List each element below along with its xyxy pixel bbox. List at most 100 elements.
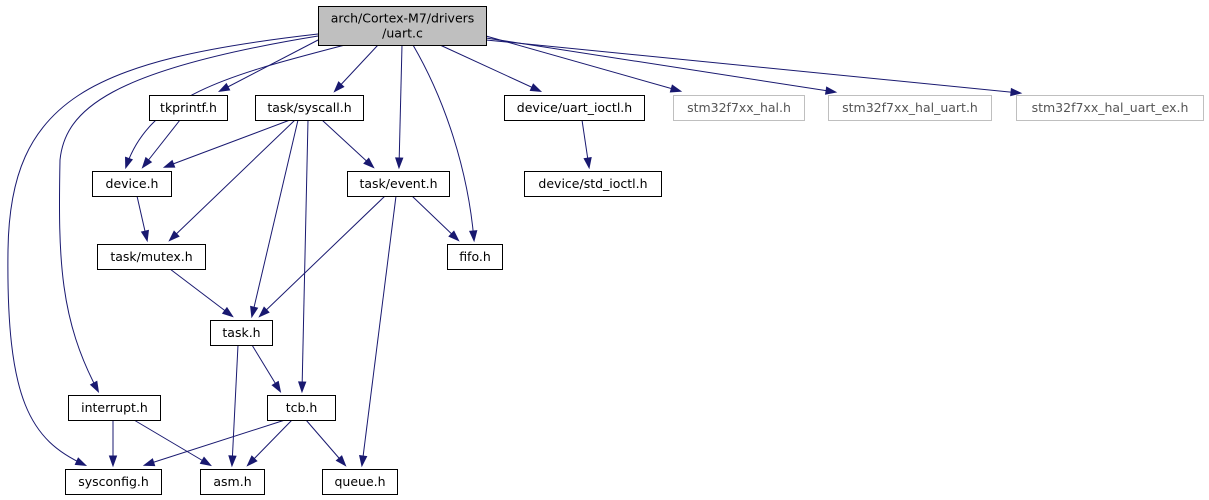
edge-tcb-asm	[246, 419, 293, 467]
arrowhead	[89, 380, 100, 394]
edge-root-syscall	[333, 44, 379, 93]
edge-root-uart_ioctl	[439, 44, 543, 92]
arrowhead	[140, 229, 149, 243]
edge-interrupt-sysconfig	[108, 420, 118, 468]
edge-syscall-task	[250, 119, 299, 319]
node-box	[97, 244, 206, 270]
node-box	[322, 469, 398, 495]
node-label: stm32f7xx_hal_uart.h	[842, 100, 978, 115]
node-label: task/event.h	[359, 176, 437, 191]
node-box	[447, 244, 503, 270]
node-box	[828, 95, 992, 121]
node-label: stm32f7xx_hal.h	[687, 100, 791, 115]
edge-event-task	[258, 195, 386, 318]
node-queue[interactable]: queue.h	[322, 469, 398, 495]
node-mutex[interactable]: task/mutex.h	[97, 244, 206, 270]
arrowhead	[228, 455, 237, 468]
arrowhead	[335, 455, 347, 467]
arrowhead	[333, 81, 345, 93]
nodes-layer: arch/Cortex-M7/drivers/uart.c tkprintf.h t…	[65, 6, 1204, 495]
arrowhead	[583, 156, 592, 170]
node-hal[interactable]: stm32f7xx_hal.h	[673, 95, 805, 121]
arrowhead	[669, 84, 683, 93]
edge-tcb-sysconfig	[142, 419, 286, 467]
arrowhead	[468, 230, 478, 243]
arrowhead	[1010, 87, 1023, 97]
arrowhead	[529, 83, 543, 92]
node-label: task/mutex.h	[110, 249, 192, 264]
node-box	[210, 320, 273, 346]
arrowhead	[395, 157, 404, 170]
node-hal-uart-ex[interactable]: stm32f7xx_hal_uart_ex.h	[1016, 95, 1204, 121]
arrowhead	[125, 156, 133, 170]
edge-event-fifo	[411, 195, 460, 242]
node-hal-uart[interactable]: stm32f7xx_hal_uart.h	[828, 95, 992, 121]
edge-root-fifo	[412, 44, 478, 243]
arrowhead	[74, 457, 88, 466]
arrowhead	[199, 456, 212, 467]
arrowhead	[142, 458, 156, 467]
node-label: /uart.c	[382, 26, 423, 41]
node-tkprintf[interactable]: tkprintf.h	[149, 95, 228, 121]
node-label: asm.h	[213, 474, 251, 489]
edge-interrupt-asm	[133, 419, 212, 467]
node-box	[504, 95, 645, 121]
node-box	[267, 395, 336, 421]
node-asm[interactable]: asm.h	[200, 469, 265, 495]
edge-root-event	[395, 44, 404, 170]
node-box	[524, 171, 662, 197]
node-syscall[interactable]: task/syscall.h	[255, 95, 364, 121]
node-label: device/std_ioctl.h	[538, 176, 647, 191]
node-box	[200, 469, 265, 495]
node-label: sysconfig.h	[78, 474, 149, 489]
arrowhead	[221, 306, 234, 318]
edge-syscall-event	[321, 119, 375, 169]
edge-device-mutex	[136, 195, 149, 243]
node-box	[1016, 95, 1204, 121]
node-label: task/syscall.h	[267, 100, 351, 115]
node-label: arch/Cortex-M7/drivers	[331, 11, 475, 26]
node-tcb[interactable]: tcb.h	[267, 395, 336, 421]
node-label: interrupt.h	[81, 400, 148, 415]
arrowhead	[271, 380, 282, 393]
node-box	[149, 95, 228, 121]
node-root[interactable]: arch/Cortex-M7/drivers/uart.c	[318, 6, 487, 46]
arrowhead	[298, 381, 307, 394]
node-fifo[interactable]: fifo.h	[447, 244, 503, 270]
node-std-ioctl[interactable]: device/std_ioctl.h	[524, 171, 662, 197]
arrowhead	[217, 82, 231, 93]
node-sysconfig[interactable]: sysconfig.h	[65, 469, 162, 495]
edge-root-device	[125, 44, 346, 170]
arrowhead	[824, 86, 838, 95]
node-label: fifo.h	[459, 249, 491, 264]
arrowhead	[359, 455, 368, 468]
node-box	[92, 171, 172, 197]
node-label: device/uart_ioctl.h	[517, 100, 632, 115]
node-label: stm32f7xx_hal_uart_ex.h	[1032, 100, 1189, 115]
arrowhead	[162, 159, 176, 168]
arrowhead	[363, 157, 375, 169]
arrowhead	[108, 455, 118, 468]
arrowhead	[448, 230, 460, 242]
arrowhead	[141, 156, 153, 169]
edge-root-hal_uart_ex	[485, 39, 1023, 97]
edge-root-hal	[485, 35, 683, 93]
edge-syscall-mutex	[168, 119, 296, 242]
node-device[interactable]: device.h	[92, 171, 172, 197]
node-interrupt[interactable]: interrupt.h	[68, 395, 161, 421]
node-task[interactable]: task.h	[210, 320, 273, 346]
node-uart-ioctl[interactable]: device/uart_ioctl.h	[504, 95, 645, 121]
node-label: task.h	[222, 325, 260, 340]
node-label: queue.h	[334, 474, 385, 489]
node-event[interactable]: task/event.h	[347, 171, 450, 197]
arrowhead	[246, 455, 258, 467]
node-box	[255, 95, 364, 121]
edge-mutex-task	[169, 268, 234, 318]
node-label: device.h	[106, 176, 159, 191]
edge-uart_ioctl-std_ioctl	[581, 119, 592, 170]
node-box	[318, 6, 487, 46]
node-box	[65, 469, 162, 495]
edge-root-sysconfig	[7, 33, 319, 466]
